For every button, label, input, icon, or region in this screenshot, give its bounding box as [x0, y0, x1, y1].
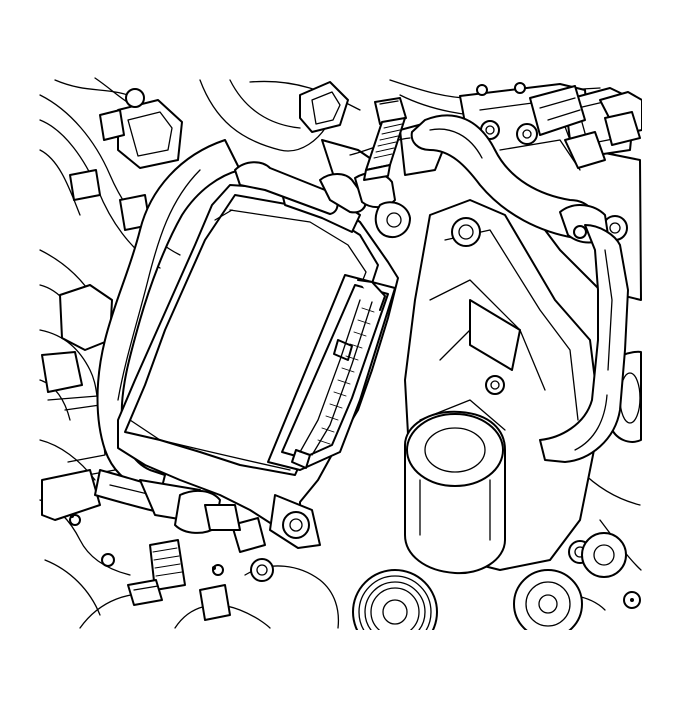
- tensioner-pulley: [405, 412, 505, 573]
- lower-hose: [95, 140, 240, 533]
- upper-hose: [412, 115, 628, 462]
- module-bolt-upper: [364, 98, 406, 180]
- upper-connector-cluster: [530, 86, 640, 168]
- idler-pulley: [514, 570, 582, 630]
- module-bolt-lower: [128, 540, 185, 605]
- module-connector-right: [268, 275, 395, 470]
- drive-pulley: [353, 570, 437, 630]
- hardware-studs: [70, 83, 634, 602]
- module-wiring-harness: [235, 162, 410, 237]
